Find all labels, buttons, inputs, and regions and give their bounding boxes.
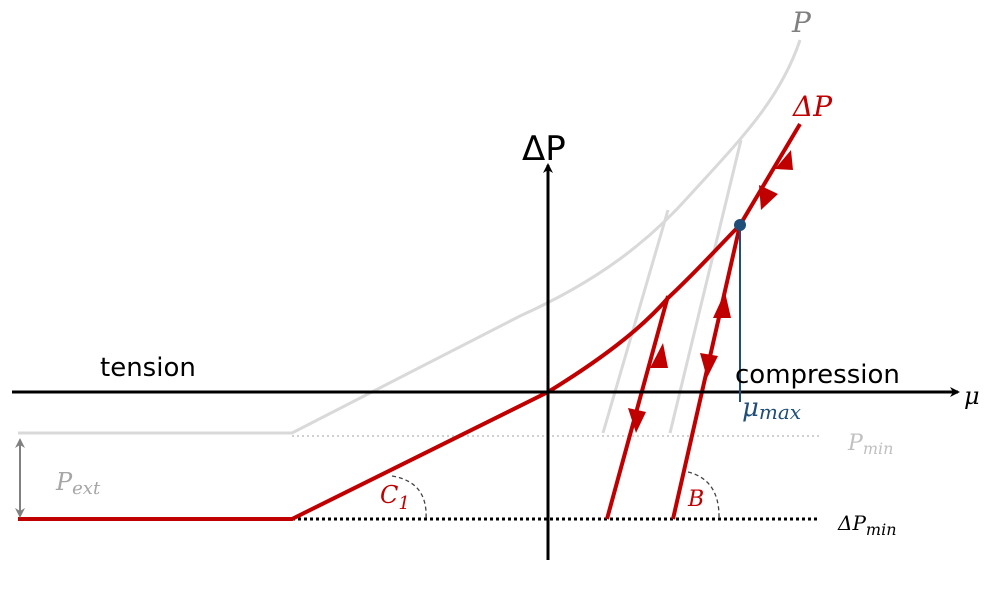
compression-label: compression [735, 360, 900, 390]
dp-curve [18, 122, 802, 521]
tension-label: tension [100, 353, 196, 383]
dp-curve-label: ΔP [792, 90, 833, 123]
x-axis-label: μ [964, 382, 980, 410]
p-min-label: Pmin [847, 431, 893, 458]
dp-min-label: ΔPmin [837, 511, 897, 539]
arrow-down-icon [700, 353, 718, 378]
arrow-down-icon [628, 408, 646, 433]
p-unload-line-1 [601, 209, 670, 434]
direction-arrows [628, 150, 793, 433]
mu-max-point [734, 219, 746, 231]
arrow-up-icon [775, 150, 793, 170]
p-curve-label: P [791, 6, 812, 39]
c1-angle-arc [391, 475, 427, 520]
y-axis-label: ΔP [522, 129, 566, 169]
arrow-down-icon [759, 185, 778, 210]
arrow-up-icon [650, 343, 668, 368]
b-angle-arc [687, 471, 720, 520]
p-unload-line-2 [668, 139, 743, 434]
dp-unload-line-1 [605, 295, 670, 520]
mu-max-label: μmax [742, 393, 801, 424]
b-label: B [687, 487, 704, 512]
c1-label: C1 [380, 481, 410, 514]
p-ext-label: Pext [55, 468, 101, 499]
arrow-up-icon [713, 292, 731, 318]
p-curve [18, 39, 802, 435]
